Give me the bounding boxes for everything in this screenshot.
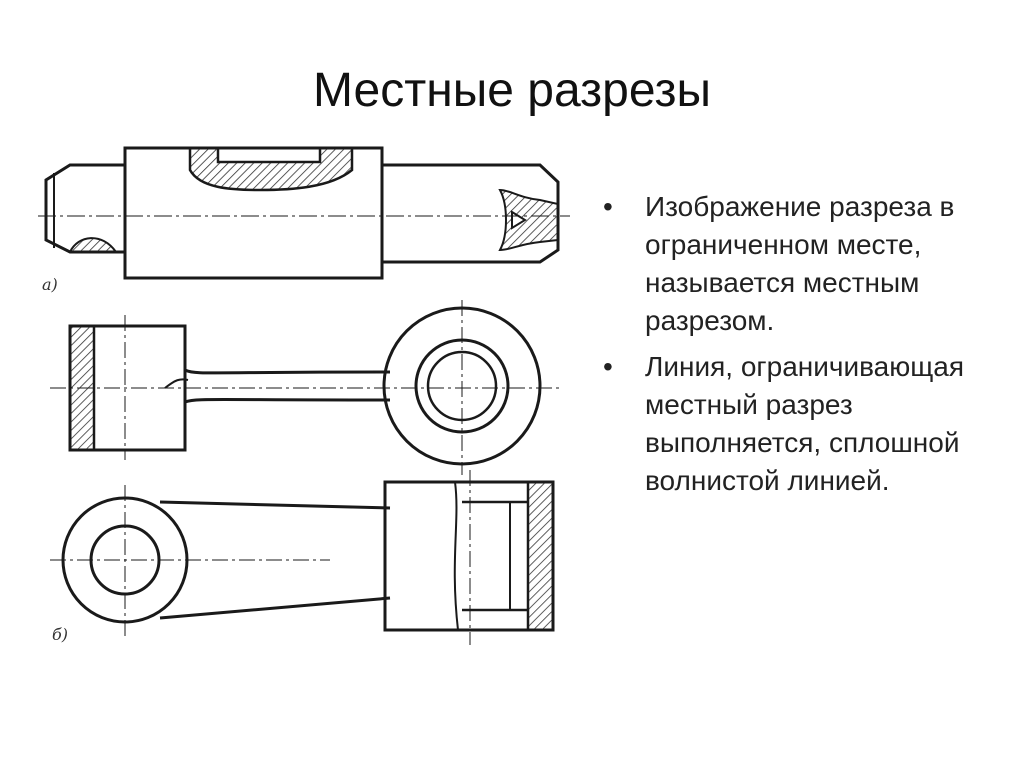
technical-drawing: а): [38, 146, 570, 645]
rod-drawing-bottom: [50, 470, 555, 645]
bullet-text: Линия, ограничивающая местный разрез вып…: [645, 351, 965, 496]
bullet-text: Изображение разреза в ограниченном месте…: [645, 191, 955, 336]
figure-label-b: б): [52, 625, 68, 644]
bullet-list: • Изображение разреза в ограниченном мес…: [603, 188, 1003, 508]
rod-drawing-top: [50, 300, 560, 475]
slide-title: Местные разрезы: [313, 64, 711, 117]
bullet-dot-icon: •: [603, 191, 613, 222]
bullet-item: • Изображение разреза в ограниченном мес…: [603, 188, 1003, 340]
figure-label-a: а): [42, 275, 58, 294]
bullet-item: • Линия, ограничивающая местный разрез в…: [603, 348, 1003, 500]
shaft-drawing: [38, 146, 570, 280]
bullet-dot-icon: •: [603, 351, 613, 382]
